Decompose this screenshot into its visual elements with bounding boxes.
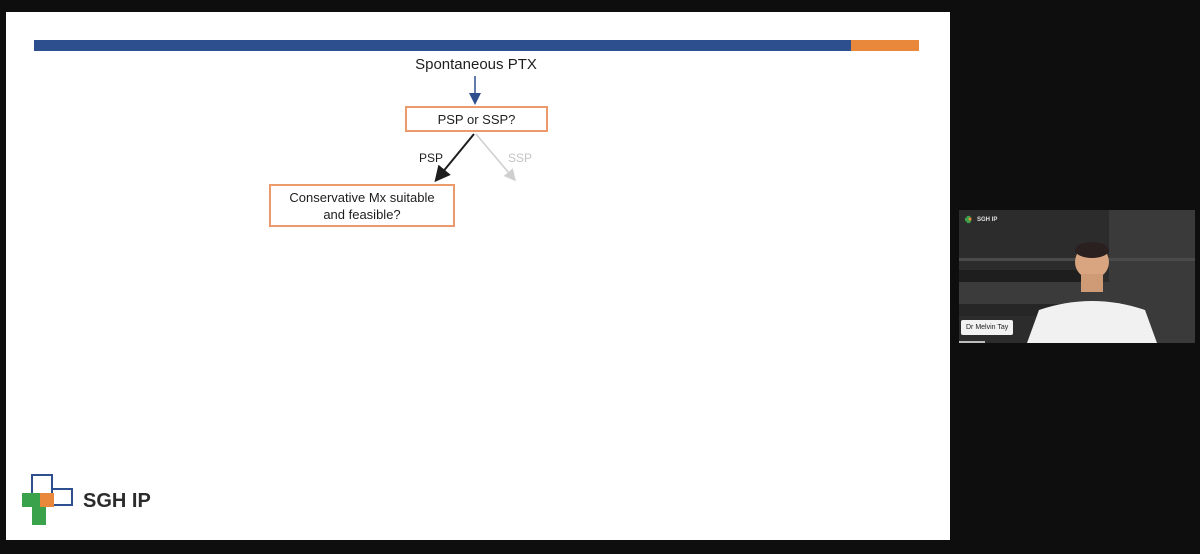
presentation-slide: Spontaneous PTX PSP or SSP? PSP SSP Cons… [6,12,950,540]
psp-branch-label: PSP [419,151,444,165]
question-box: PSP or SSP? [405,106,548,132]
video-indicator [959,341,985,343]
arrow-psp-branch [434,133,475,183]
flowchart-arrows [434,76,516,183]
sgh-ip-logo-icon [22,474,73,525]
arrow-ssp-branch [475,133,516,182]
video-logo-text: SGH IP [977,216,998,223]
conservative-box-line-2: and feasible? [323,206,401,222]
ssp-branch-label: SSP [508,151,533,165]
slide-header-bar [34,40,919,51]
conservative-box-line-1: Conservative Mx suitable [289,189,435,205]
header-bar-blue [34,40,857,51]
video-logo-icon [965,215,972,224]
speaker-name-tag: Dr Melvin Tay [961,320,1014,335]
logo-text: SGH IP [83,490,151,512]
speaker-video-panel[interactable]: SGH IP Dr Melvin Tay [959,210,1195,343]
header-bar-orange [851,40,919,51]
flowchart-title: Spontaneous PTX [415,56,537,73]
video-logo: SGH IP [965,215,997,224]
conservative-management-box: Conservative Mx suitable and feasible? [269,184,455,227]
